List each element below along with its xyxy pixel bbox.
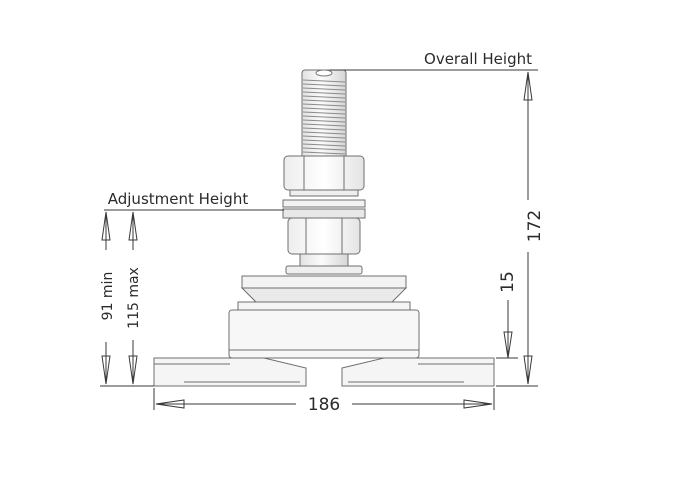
washer <box>282 199 366 219</box>
upper-hex-nut <box>283 155 365 197</box>
thread-line <box>302 151 346 155</box>
base-thickness-value: 15 <box>498 271 518 293</box>
thread-line <box>302 119 346 123</box>
thread-line <box>302 99 346 103</box>
total-height-value: 172 <box>525 210 545 242</box>
base-thickness-dimension: 15 <box>496 271 538 387</box>
thread-line <box>302 139 346 143</box>
thread-line <box>302 91 346 95</box>
dome-plate <box>237 275 411 311</box>
thread-line <box>302 103 346 107</box>
thread-line <box>302 135 346 139</box>
threaded-stud <box>301 69 347 161</box>
adjustment-height-dimension: Adjustment Height 91 min 115 max <box>100 190 284 387</box>
thread-line <box>302 131 346 135</box>
base-width-value: 186 <box>308 395 340 415</box>
thread-line <box>302 111 346 115</box>
thread-line <box>302 147 346 151</box>
leveling-foot-part <box>153 69 495 387</box>
thread-line <box>302 87 346 91</box>
min-height-label: 91 min <box>100 272 116 321</box>
max-height-label: 115 max <box>126 267 142 329</box>
thread-line <box>302 79 346 83</box>
adjustment-height-label: Adjustment Height <box>108 190 249 208</box>
thread-line <box>302 127 346 131</box>
overall-height-dimension: Overall Height 172 <box>330 50 545 385</box>
base-width-dimension: 186 <box>153 388 495 415</box>
thread-line <box>302 123 346 127</box>
thread-line <box>302 95 346 99</box>
lower-hex-nut <box>285 217 363 275</box>
thread-line <box>302 83 346 87</box>
thread-line <box>302 107 346 111</box>
base-feet <box>153 357 495 387</box>
thread-line <box>302 143 346 147</box>
overall-height-label: Overall Height <box>424 50 532 68</box>
thread-line <box>302 115 346 119</box>
base-body <box>228 309 420 359</box>
